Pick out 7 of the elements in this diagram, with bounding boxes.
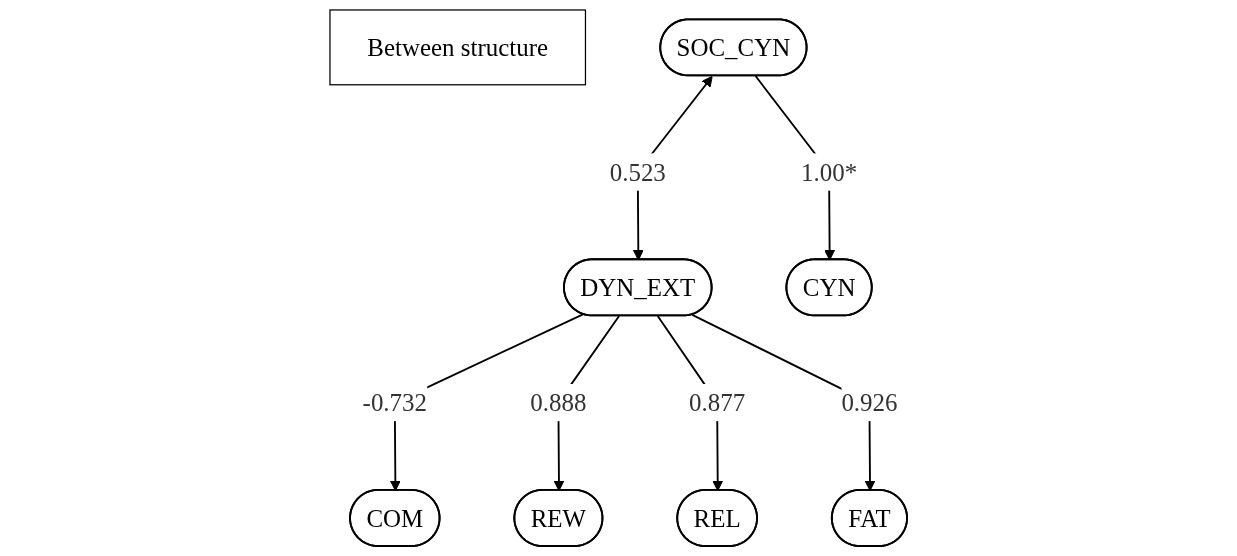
edge-label: 0.523 <box>609 158 666 186</box>
edge-label: 0.926 <box>841 388 898 417</box>
edge-label: 0.888 <box>530 388 587 417</box>
edge-label: 1.00* <box>801 158 858 186</box>
node-box: Between structure <box>329 9 587 86</box>
edge-label: 0.877 <box>689 388 746 417</box>
edge-label: -0.732 <box>362 388 428 417</box>
